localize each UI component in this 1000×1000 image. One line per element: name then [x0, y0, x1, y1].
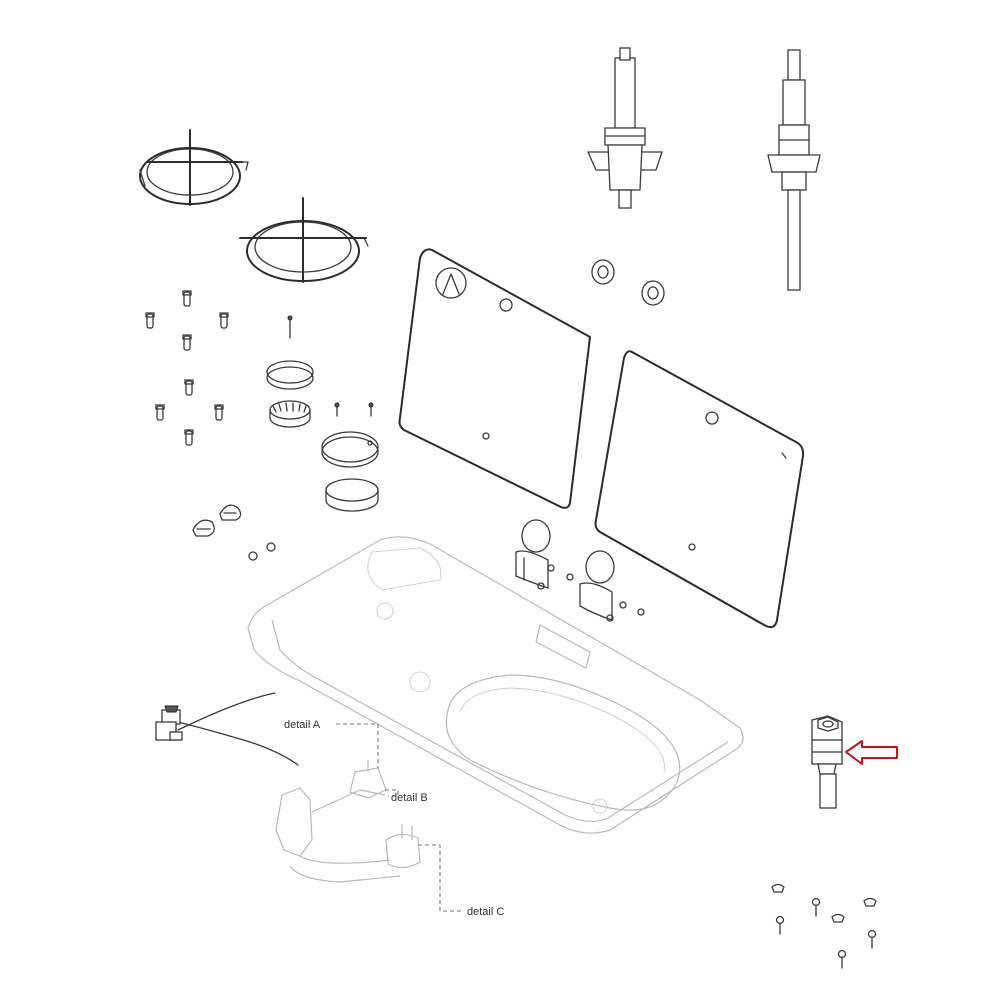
glass-lid-right	[594, 350, 805, 629]
detail-c-label: detail C	[467, 906, 504, 918]
fixing-screws-right	[771, 883, 877, 969]
glass-lid-left	[398, 248, 591, 509]
lid-hinge-left	[515, 519, 574, 590]
fixing-screws-left	[145, 290, 374, 446]
grommets	[591, 259, 665, 306]
pan-support-rear	[139, 129, 249, 206]
burner-cap-large	[321, 431, 379, 468]
detail-a-label: detail A	[284, 719, 321, 731]
control-knobs	[192, 504, 276, 561]
detail-b-label: detail B	[391, 792, 428, 804]
hob-sink-tray	[247, 536, 744, 834]
pan-support-front	[239, 197, 369, 283]
burner-cap-small	[266, 360, 314, 390]
gas-pipe-assembly	[155, 692, 299, 766]
highlight-arrow-icon	[845, 740, 898, 765]
highlighted-injector-part	[811, 715, 843, 809]
lid-hinge-right	[579, 550, 645, 622]
thermocouple-probe	[767, 49, 821, 291]
detail-c-leader	[418, 844, 462, 912]
burner-head-large	[325, 478, 379, 512]
burner-head-small	[269, 400, 311, 428]
detail-a-leader	[336, 723, 379, 768]
detail-b-leader	[385, 789, 399, 797]
gas-manifold-detail	[275, 760, 421, 883]
gas-valve-spindle	[586, 47, 663, 209]
